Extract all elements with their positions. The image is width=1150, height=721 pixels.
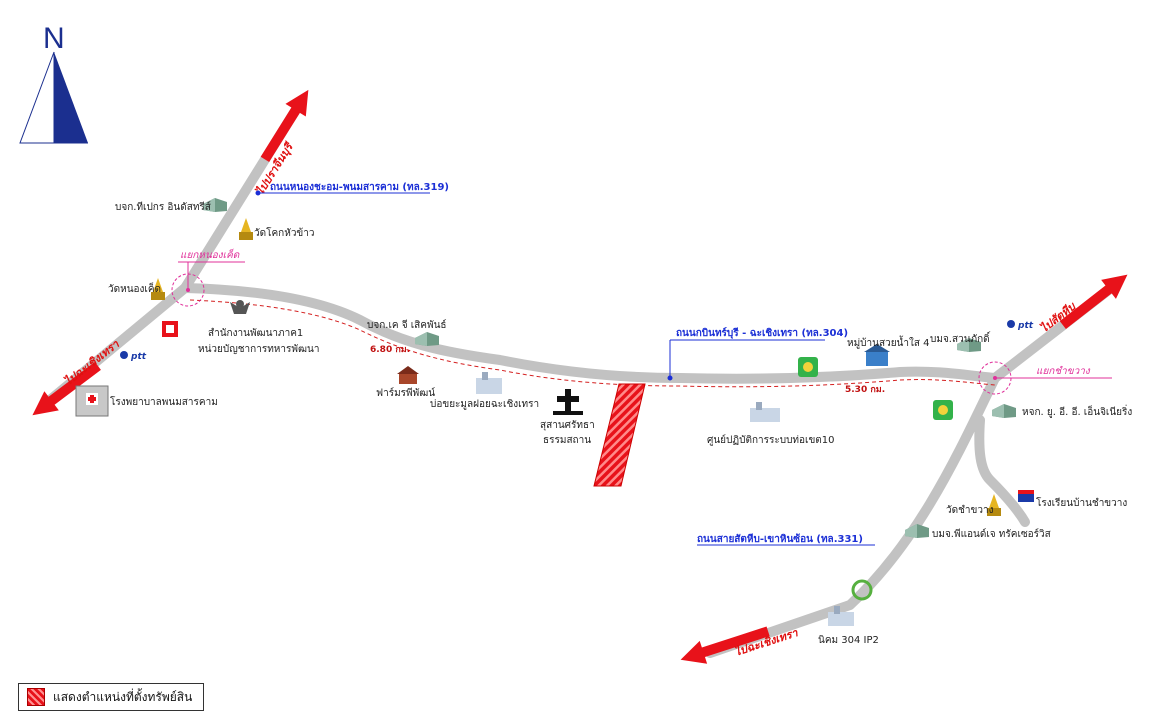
road-304 xyxy=(180,283,1000,384)
control-center-icon xyxy=(750,402,780,422)
label-control-center: ศูนย์ปฏิบัติการระบบท่อเขต10 xyxy=(707,434,835,446)
label-cemetery-line1: สุสานศรัทธา xyxy=(540,420,595,431)
green-station-icon-south xyxy=(933,400,953,420)
government-office-icon xyxy=(230,300,250,314)
factory-icon-kc xyxy=(415,332,439,346)
label-uee: หจก. ยู. อี. อี. เอ็นจิเนียริ่ง xyxy=(1022,404,1132,418)
svg-text:ptt: ptt xyxy=(130,352,147,362)
label-landfill: บ่อขยะมูลฝอยฉะเชิงเทรา xyxy=(430,399,539,410)
label-cemetery-line2: ธรรมสถาน xyxy=(543,435,591,446)
label-farm: ฟาร์มรพีพัฒน์ xyxy=(376,387,435,399)
ptt-station-icon-east: ptt xyxy=(1007,320,1034,331)
site-location-marker xyxy=(593,383,646,487)
label-office-line1: สำนักงานพัฒนาภาค1 xyxy=(208,328,303,339)
ptt-station-icon-school xyxy=(1018,490,1034,502)
north-label: N xyxy=(43,22,65,55)
factory-icon-uee xyxy=(992,404,1016,418)
farm-icon xyxy=(397,366,419,384)
label-suanphak: บมจ.สวนภักดิ์ xyxy=(930,331,991,345)
arrow-to-chachoengsao-south-icon xyxy=(680,626,770,664)
road-label-304: ถนนกบินทร์บุรี - ฉะเชิงเทรา (ทล.304) xyxy=(676,327,848,339)
intersection-cha-khwang: แยกชำขวาง xyxy=(978,361,1112,395)
label-hospital: โรงพยาบาลพนมสารคาม xyxy=(110,395,218,408)
road-label-319: ถนนหนองชะอม-พนมสารคาม (ทล.319) xyxy=(270,182,449,193)
distance-line xyxy=(189,299,996,388)
road-label-leaders xyxy=(255,190,875,546)
estate-logo-icon xyxy=(851,579,873,601)
label-wat-cha-khwang: วัดชำขวาง xyxy=(946,505,994,516)
label-tpk-industries: บจก.ทีเปกร อินดัสทรีส์ xyxy=(115,201,211,213)
ptt-station-icon-west: ptt xyxy=(120,351,147,362)
landfill-icon xyxy=(476,372,502,394)
legend-text: แสดงตำแหน่งที่ตั้งทรัพย์สิน xyxy=(53,689,193,704)
red-sign-icon xyxy=(162,321,178,337)
temple-icon-cha-khwang xyxy=(987,494,1001,516)
road-spur xyxy=(974,415,1030,527)
svg-text:ptt: ptt xyxy=(1017,321,1034,331)
cemetery-cross-icon xyxy=(553,389,583,415)
label-wat-khok-hua-khao: วัดโคกหัวข้าว xyxy=(254,226,315,239)
label-kc-silk: บจก.เค จี เสิคพันธ์ xyxy=(367,319,447,331)
direction-chachoengsao-west: ไปฉะเชิงเทรา xyxy=(61,336,122,388)
label-pnj: บมจ.พีแอนด์เจ ทรัคเซอร์วิส xyxy=(932,528,1051,540)
estate-building-icon xyxy=(828,606,854,626)
north-arrow-icon: N xyxy=(19,22,88,144)
temple-icon-khok-hua-khao xyxy=(239,218,253,240)
legend-site-swatch-icon xyxy=(27,688,45,706)
factory-icon-suanphak xyxy=(957,338,981,352)
road-network xyxy=(45,95,1120,658)
road-331 xyxy=(705,373,1000,658)
hospital-icon xyxy=(75,385,109,417)
distance-east-label: 5.30 กม. xyxy=(845,385,885,395)
road-label-331: ถนนสายสัตหีบ-เขาหินซ้อน (ทล.331) xyxy=(697,533,863,545)
temple-icon-nong-ket xyxy=(151,278,165,300)
label-village: หมู่บ้านสวยน้ำใส 4 xyxy=(847,335,930,349)
map-legend: แสดงตำแหน่งที่ตั้งทรัพย์สิน xyxy=(18,683,204,711)
label-office-line2: หน่วยบัญชาการทหารพัฒนา xyxy=(198,344,319,355)
factory-icon-pnj xyxy=(905,524,929,538)
distance-west-label: 6.80 กม. xyxy=(370,345,410,355)
green-station-icon-north xyxy=(798,357,818,377)
factory-icon-tpk xyxy=(203,198,227,212)
label-wat-nong-ket: วัดหนองเค็ด xyxy=(108,281,161,295)
label-school: โรงเรียนบ้านชำขวาง xyxy=(1036,496,1127,509)
arrow-to-prachinburi-icon xyxy=(260,89,309,163)
label-estate: นิคม 304 IP2 xyxy=(818,635,879,646)
arrow-to-chachoengsao-west-icon xyxy=(32,361,101,416)
intersection-cha-khwang-label: แยกชำขวาง xyxy=(1036,365,1091,377)
intersection-nong-ket-label: แยกหนองเค็ด xyxy=(180,248,240,261)
arrow-to-sattahip-icon xyxy=(1059,274,1128,330)
village-icon xyxy=(864,344,890,366)
intersection-nong-ket: แยกหนองเค็ด xyxy=(171,248,245,307)
